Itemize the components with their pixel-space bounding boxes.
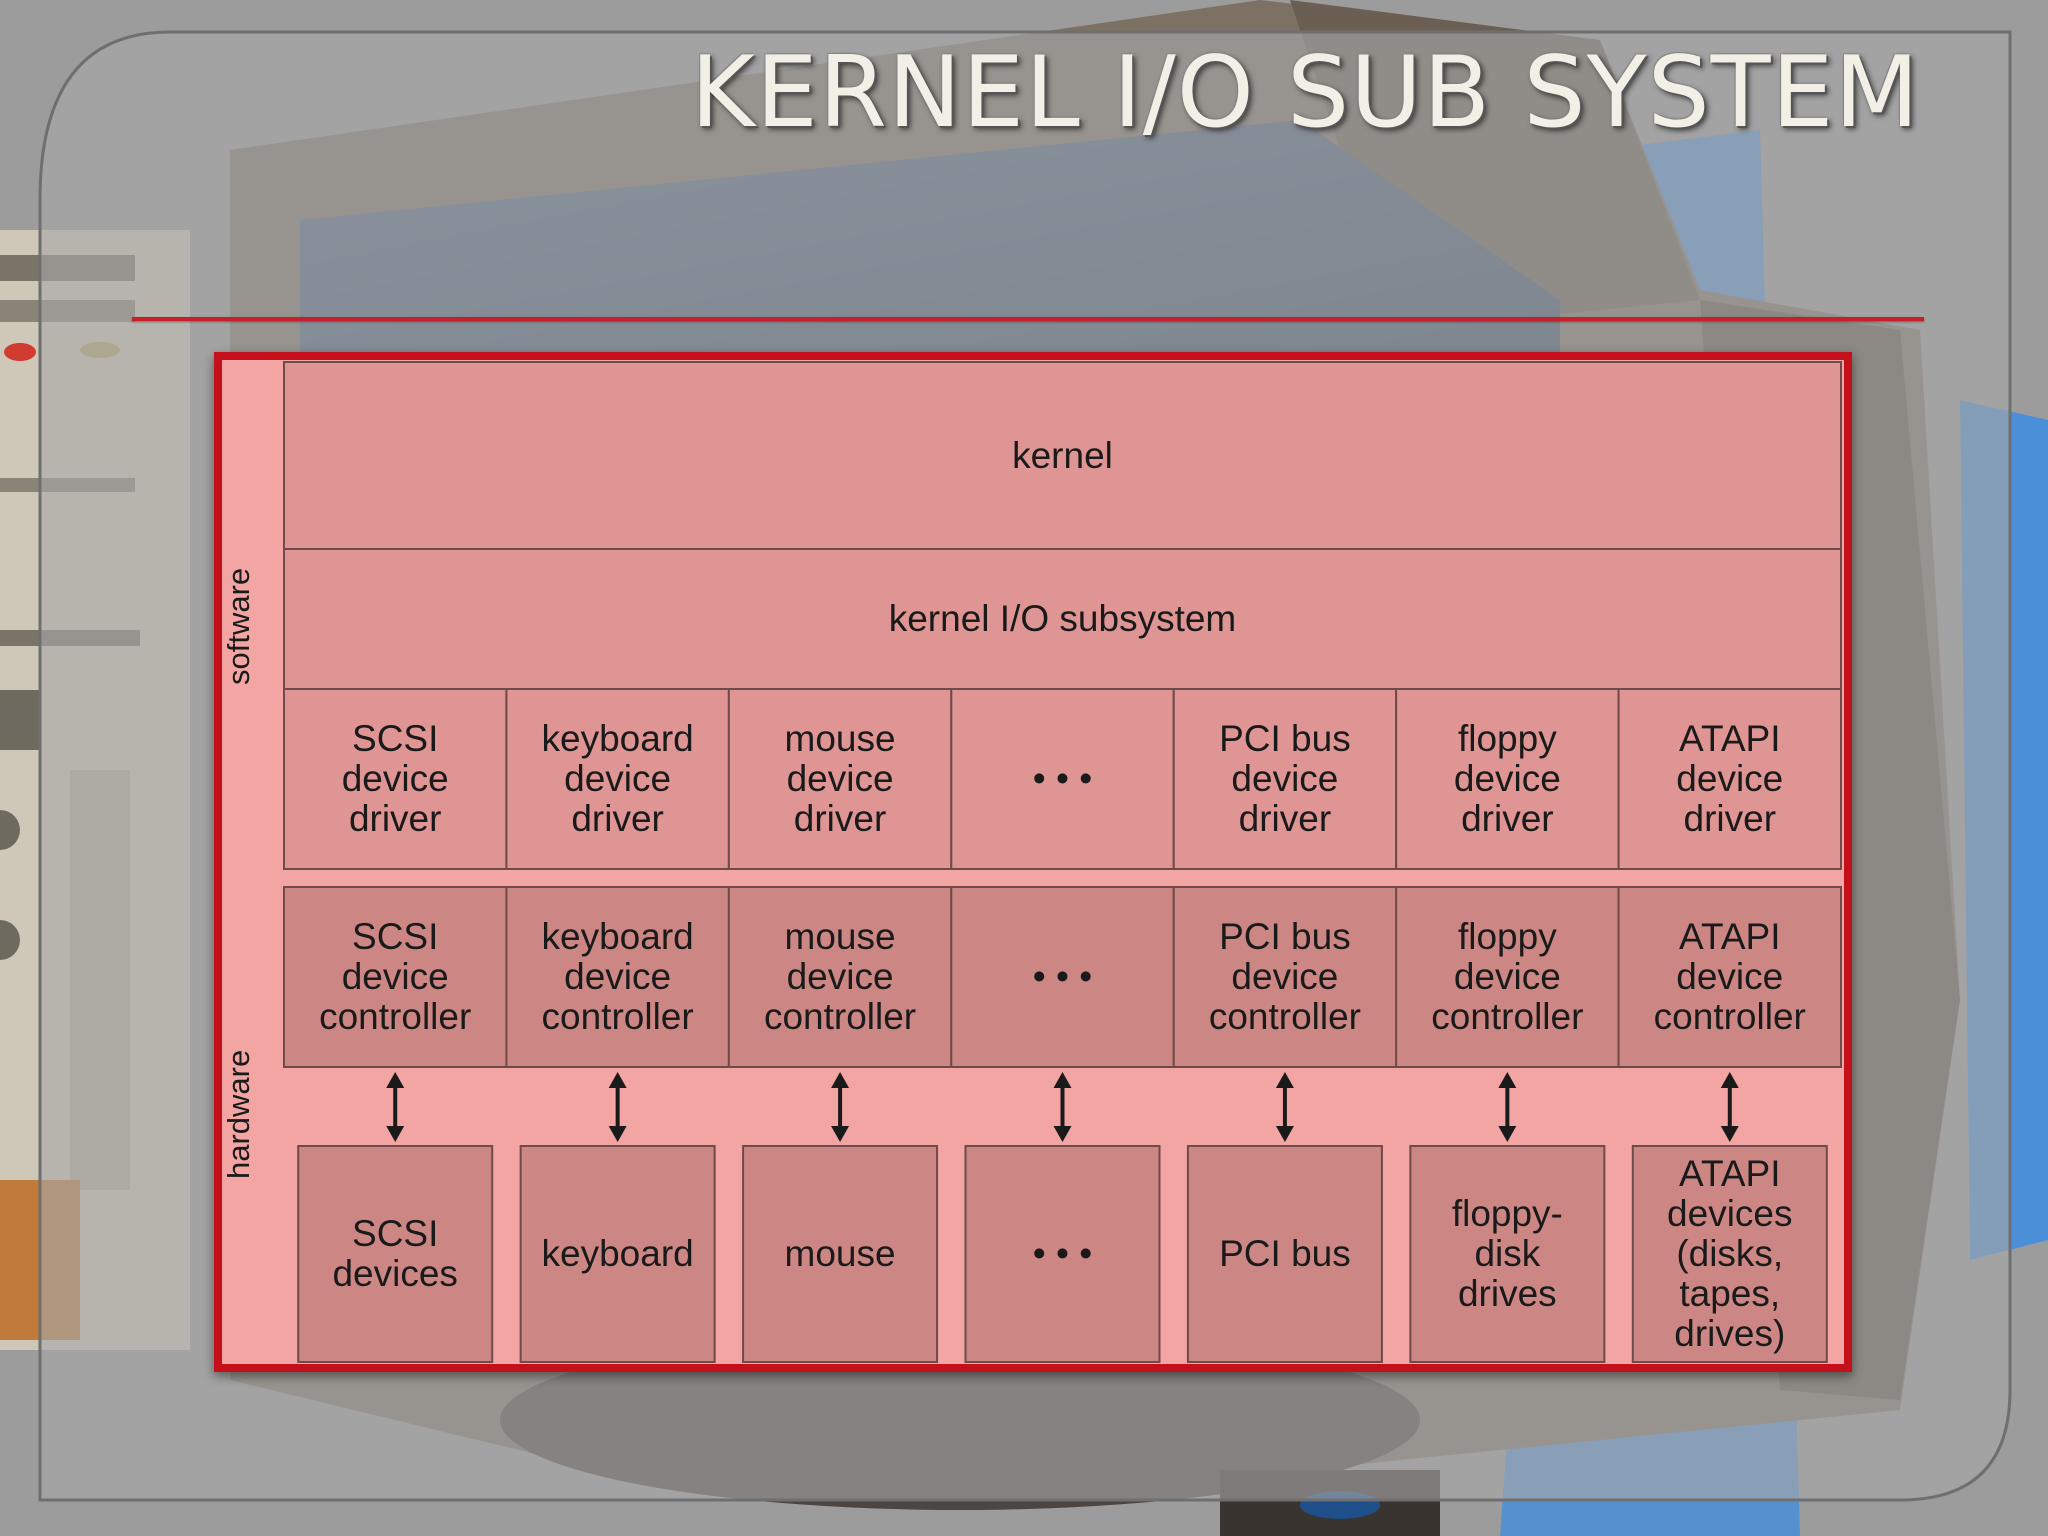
arrow-atapi	[1720, 1072, 1739, 1142]
controller-block-ellipsis	[950, 886, 1175, 1068]
arrow-mouse	[831, 1072, 850, 1142]
device-block-keyboard	[519, 1145, 716, 1363]
slide-title: KERNEL I/O SUB SYSTEM	[690, 36, 1920, 150]
title-underline	[132, 317, 1924, 321]
kernel-io-subsystem-block	[283, 548, 1842, 690]
hardware-side-label: hardware	[221, 1049, 256, 1179]
device-block-ellipsis	[964, 1145, 1161, 1363]
device-block-pci-bus	[1186, 1145, 1383, 1363]
driver-block-pci-bus	[1172, 688, 1398, 870]
controller-block-floppy	[1395, 886, 1620, 1068]
software-side-label: software	[221, 567, 256, 685]
arrow-ellipsis	[1053, 1072, 1072, 1142]
arrow-scsi	[386, 1072, 405, 1142]
device-block-scsi	[297, 1145, 494, 1363]
controller-block-mouse	[727, 886, 953, 1068]
diagram-blocks	[283, 361, 1842, 1363]
controller-block-pci-bus	[1172, 886, 1398, 1068]
arrow-pci-bus	[1275, 1072, 1294, 1142]
driver-block-mouse	[727, 688, 953, 870]
device-block-mouse	[742, 1145, 939, 1363]
arrow-floppy	[1498, 1072, 1517, 1142]
kernel-block	[283, 361, 1842, 550]
driver-block-keyboard	[505, 688, 730, 870]
device-block-floppy	[1409, 1145, 1606, 1363]
device-block-atapi	[1631, 1145, 1828, 1363]
driver-block-atapi	[1617, 688, 1842, 870]
controller-block-scsi	[283, 886, 508, 1068]
controller-block-atapi	[1617, 886, 1842, 1068]
driver-block-floppy	[1395, 688, 1620, 870]
driver-block-scsi	[283, 688, 508, 870]
arrow-keyboard	[608, 1072, 627, 1142]
driver-block-ellipsis	[950, 688, 1175, 870]
controller-block-keyboard	[505, 886, 730, 1068]
